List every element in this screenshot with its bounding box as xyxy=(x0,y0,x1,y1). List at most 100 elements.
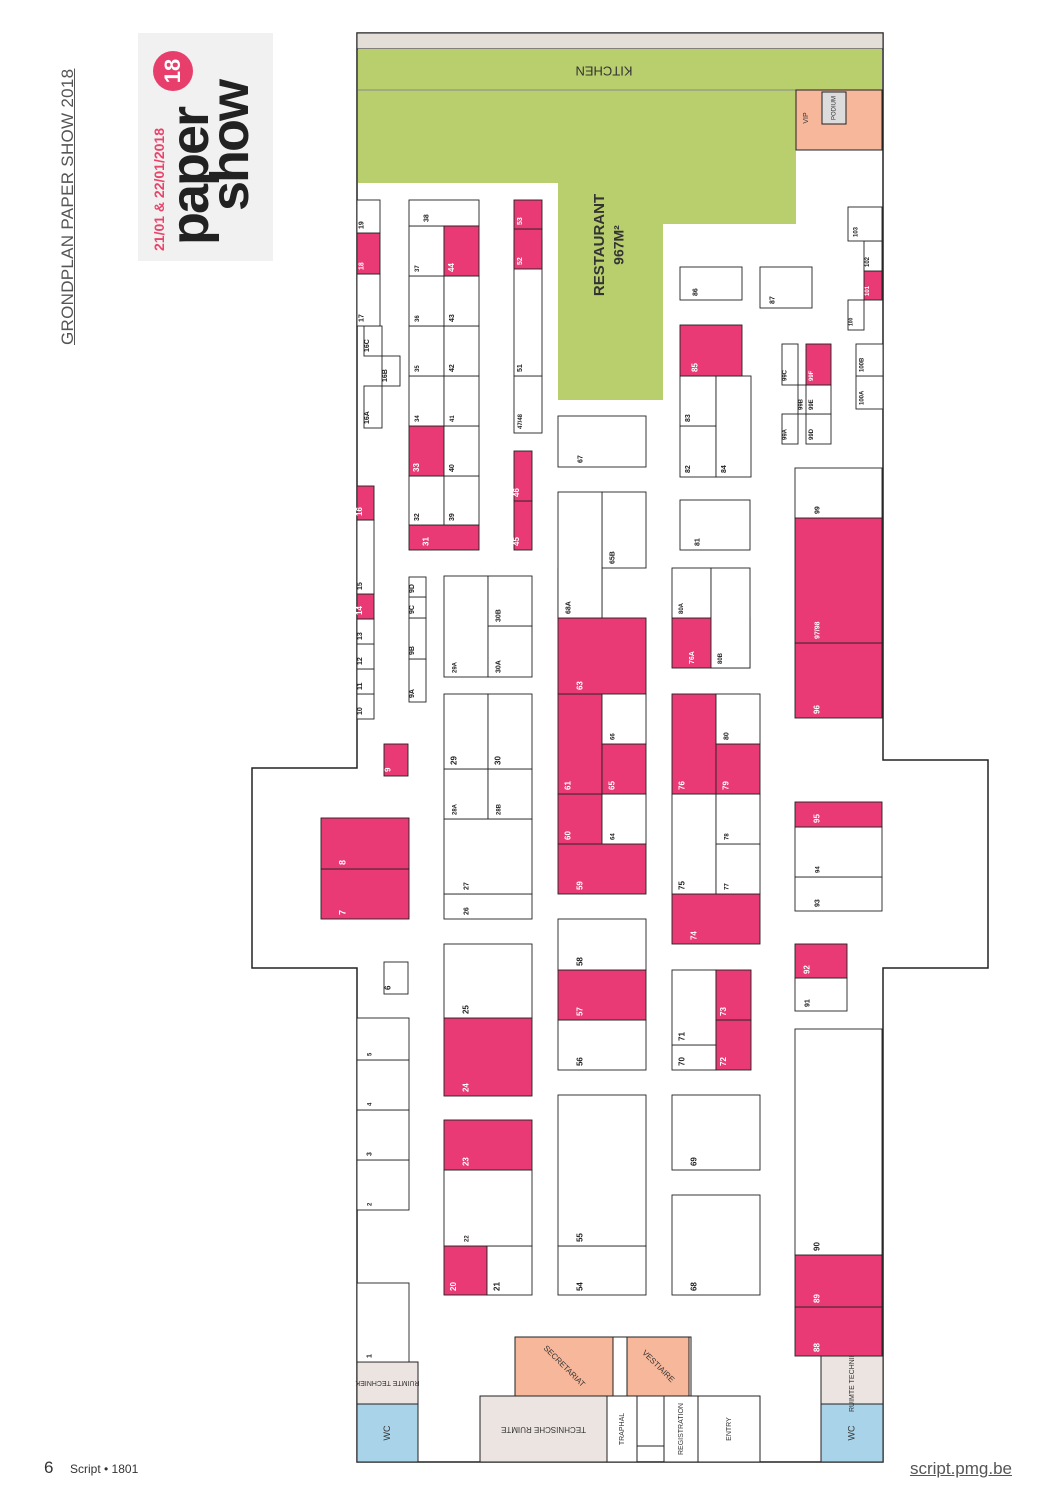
stand-21[interactable]: 21 xyxy=(486,1245,533,1296)
stand-31[interactable]: 31 xyxy=(408,524,480,551)
stand-30[interactable]: 30 xyxy=(487,693,533,770)
stand-12[interactable]: 12 xyxy=(356,643,375,670)
stand-9c[interactable]: 9C xyxy=(408,596,427,619)
stand-68a[interactable]: 68A xyxy=(557,491,603,619)
stand-16b[interactable]: 16B xyxy=(381,355,401,387)
stand-9[interactable]: 9 xyxy=(383,743,409,777)
stand-36[interactable]: 36 xyxy=(408,275,445,327)
stand-72[interactable]: 72 xyxy=(715,1019,752,1071)
stand-54[interactable]: 54 xyxy=(557,1245,647,1296)
stand-17[interactable]: 17 xyxy=(356,273,381,327)
stand-34[interactable]: 34 xyxy=(408,375,445,427)
stand-99c[interactable]: 99C xyxy=(781,343,799,386)
stand-82[interactable]: 82 xyxy=(679,425,717,478)
stand-103[interactable]: 103 xyxy=(847,206,883,242)
stand-76[interactable]: 76 xyxy=(671,693,717,795)
stand-99a[interactable]: 99A xyxy=(781,413,799,445)
stand-101[interactable]: 101 xyxy=(863,270,883,301)
stand-15[interactable]: 15 xyxy=(356,519,375,595)
stand-58[interactable]: 58 xyxy=(557,918,647,971)
stand-93[interactable]: 93 xyxy=(794,876,883,912)
stand-24[interactable]: 24 xyxy=(443,1017,533,1097)
stand-84[interactable]: 84 xyxy=(715,375,752,478)
stand-42[interactable]: 42 xyxy=(443,325,480,377)
stand-27[interactable]: 27 xyxy=(443,818,533,895)
stand-59[interactable]: 59 xyxy=(557,843,647,895)
stand-16a[interactable]: 16A xyxy=(363,385,383,429)
stand-64[interactable]: 64 xyxy=(601,793,647,845)
stand-38[interactable]: 38 xyxy=(408,199,480,227)
stand-80[interactable]: 80 xyxy=(715,693,761,745)
stand-13[interactable]: 13 xyxy=(356,618,375,645)
stand-100a[interactable]: 100A xyxy=(855,375,884,410)
stand-56[interactable]: 56 xyxy=(557,1019,647,1071)
stand-73[interactable]: 73 xyxy=(715,969,752,1021)
stand-67[interactable]: 67 xyxy=(557,415,647,468)
stand-16c[interactable]: 16C xyxy=(363,325,383,357)
stand-61[interactable]: 61 xyxy=(557,693,603,795)
stand-81[interactable]: 81 xyxy=(679,499,751,551)
stand-5[interactable]: 5 xyxy=(356,1017,410,1061)
stand-22[interactable]: 22 xyxy=(443,1169,533,1247)
stand-63[interactable]: 63 xyxy=(557,617,647,695)
stand-4[interactable]: 4 xyxy=(356,1059,410,1111)
stand-29[interactable]: 29 xyxy=(443,693,489,770)
stand-7[interactable]: 7 xyxy=(320,868,410,920)
stand-70[interactable]: 70 xyxy=(671,1044,717,1071)
stand-47-48[interactable]: 47/48 xyxy=(513,375,543,434)
stand-6[interactable]: 6 xyxy=(383,961,409,995)
stand-30a[interactable]: 30A xyxy=(487,625,533,678)
stand-69[interactable]: 69 xyxy=(671,1094,761,1171)
stand-96[interactable]: 96 xyxy=(794,642,883,719)
stand-74[interactable]: 74 xyxy=(671,893,761,945)
stand-79[interactable]: 79 xyxy=(715,743,761,795)
stand-68[interactable]: 68 xyxy=(671,1194,761,1296)
stand-35[interactable]: 35 xyxy=(408,325,445,377)
stand-3[interactable]: 3 xyxy=(356,1109,410,1161)
stand-1[interactable]: 1 xyxy=(356,1282,410,1363)
stand-57[interactable]: 57 xyxy=(557,969,647,1021)
stand-95[interactable]: 95 xyxy=(794,801,883,828)
stand-28b[interactable]: 28B xyxy=(487,768,533,820)
stand-71[interactable]: 71 xyxy=(671,969,717,1046)
stand-29a[interactable]: 29A xyxy=(443,575,489,678)
stand-25[interactable]: 25 xyxy=(443,943,533,1019)
stand-80a[interactable]: 80A xyxy=(671,567,712,619)
stand-16[interactable]: 16 xyxy=(355,485,375,521)
stand-85[interactable]: 85 xyxy=(679,324,743,377)
stand-77[interactable]: 77 xyxy=(715,843,761,895)
stand-26[interactable]: 26 xyxy=(443,893,533,920)
stand-44[interactable]: 44 xyxy=(443,225,480,277)
stand-9b[interactable]: 9B xyxy=(408,617,427,660)
stand-10[interactable]: 10 xyxy=(356,693,375,720)
stand-30b[interactable]: 30B xyxy=(487,575,533,627)
stand-94[interactable]: 94 xyxy=(794,826,883,878)
stand-45[interactable]: 45 xyxy=(512,500,533,551)
stand-8[interactable]: 8 xyxy=(320,817,410,870)
site-link[interactable]: script.pmg.be xyxy=(909,1459,1012,1478)
stand-90[interactable]: 90 xyxy=(794,1028,883,1256)
stand-43[interactable]: 43 xyxy=(443,275,480,327)
stand-20[interactable]: 20 xyxy=(443,1245,488,1296)
stand-99d[interactable]: 99D xyxy=(805,413,832,445)
stand-9d[interactable]: 9D xyxy=(408,576,427,598)
stand-97-98[interactable]: 97/98 xyxy=(794,517,883,644)
stand-32[interactable]: 32 xyxy=(408,475,445,526)
stand-83[interactable]: 83 xyxy=(679,375,717,427)
stand-11[interactable]: 11 xyxy=(356,668,375,695)
stand-92[interactable]: 92 xyxy=(794,943,848,979)
stand-19[interactable]: 19 xyxy=(356,199,381,234)
stand-99f[interactable]: 99F xyxy=(805,343,832,386)
stand-18[interactable]: 18 xyxy=(356,232,381,275)
stand-89[interactable]: 89 xyxy=(794,1254,883,1308)
stand-39[interactable]: 39 xyxy=(443,475,480,526)
stand-33[interactable]: 33 xyxy=(408,425,445,477)
stand-41[interactable]: 41 xyxy=(443,375,480,427)
stand-9a[interactable]: 9A xyxy=(408,658,427,703)
stand-99[interactable]: 99 xyxy=(794,467,883,519)
stand-65[interactable]: 65 xyxy=(601,743,647,795)
stand-2[interactable]: 2 xyxy=(356,1159,410,1211)
stand-65b[interactable]: 65B xyxy=(601,491,647,569)
stand-100b[interactable]: 100B xyxy=(855,343,884,377)
stand-55[interactable]: 55 xyxy=(557,1094,647,1247)
